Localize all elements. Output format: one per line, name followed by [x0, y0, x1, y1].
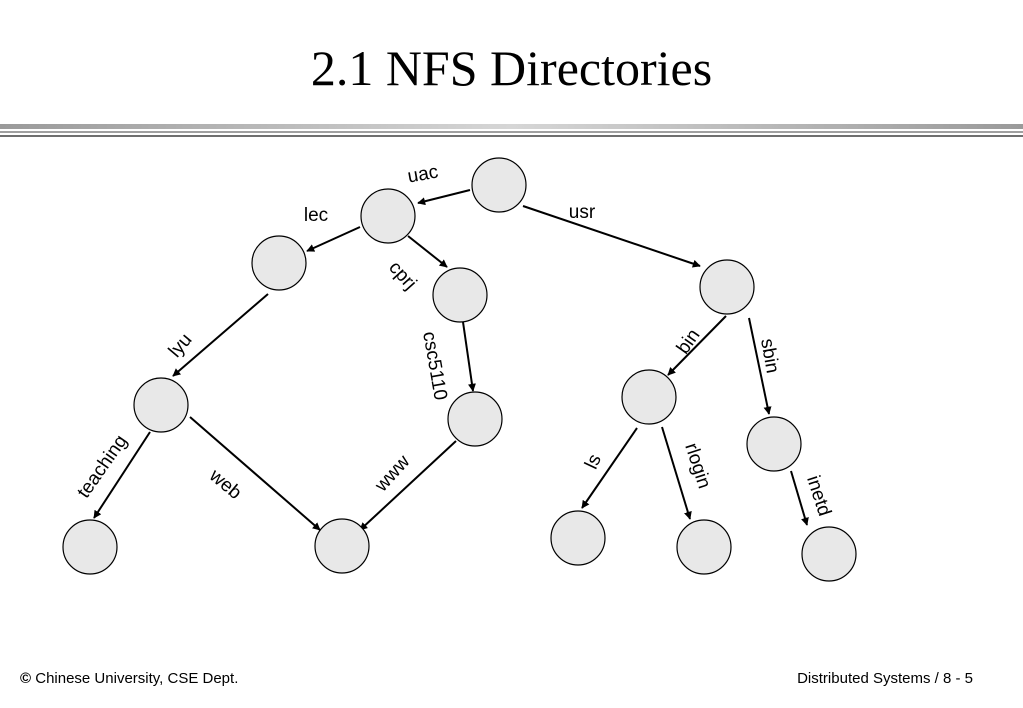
edge-label-teaching: teaching: [73, 431, 131, 502]
edge-label-lec: lec: [304, 205, 328, 226]
tree-node-usr: [699, 259, 755, 315]
edge-arrow-teaching: [93, 431, 151, 519]
edge-arrow-uac: [417, 189, 471, 206]
tree-node-bin: [621, 369, 677, 425]
edge-arrow-lec: [306, 226, 361, 252]
labels-layer: uac usr lec cprj lyu csc5110 teaching web www bin…: [73, 162, 834, 519]
tree-node-lyu: [133, 377, 189, 433]
footer-copyright: © Chinese University, CSE Dept.: [20, 670, 238, 688]
edge-arrow-bin: [667, 315, 727, 376]
edge-arrow-ls: [581, 427, 638, 509]
edge-label-www: www: [370, 451, 414, 497]
edge-label-ls: ls: [581, 451, 606, 472]
tree-node-lec: [251, 235, 307, 291]
edges-layer: [93, 189, 809, 531]
edge-label-rlogin: rlogin: [680, 441, 714, 492]
edge-arrow-inetd: [790, 470, 809, 526]
footer-org: Chinese University, CSE Dept.: [31, 670, 239, 687]
tree-node-sbin: [746, 416, 802, 472]
edge-label-lyu: lyu: [165, 330, 197, 362]
edge-arrow-csc5110: [462, 321, 476, 392]
slide-title: 2.1 NFS Directories: [310, 40, 713, 96]
edge-arrow-cprj: [407, 235, 448, 268]
tree-node-ls: [550, 510, 606, 566]
tree-node-root: [471, 157, 527, 213]
tree-node-uac: [360, 188, 416, 244]
edge-arrow-usr: [522, 205, 701, 268]
edge-label-cprj: cprj: [384, 257, 420, 294]
edge-arrow-web: [189, 416, 321, 531]
edge-arrow-www: [359, 440, 457, 531]
tree-node-csc5110: [447, 391, 503, 447]
edge-label-bin: bin: [673, 325, 705, 358]
edge-arrow-lyu: [172, 293, 269, 377]
edge-label-inetd: inetd: [802, 473, 835, 519]
title-divider: [0, 124, 1023, 137]
tree-node-teaching: [62, 519, 118, 575]
edge-label-web: web: [204, 465, 245, 504]
tree-node-web: [314, 518, 370, 574]
edge-arrow-sbin: [748, 317, 772, 415]
tree-node-rlogin: [676, 519, 732, 575]
edge-label-uac: uac: [406, 162, 440, 188]
footer-page-info: Distributed Systems / 8 - 5: [797, 670, 973, 687]
edge-arrow-rlogin: [661, 426, 692, 520]
edge-label-usr: usr: [569, 202, 596, 223]
tree-node-inetd: [801, 526, 857, 582]
edge-label-csc5110: csc5110: [418, 330, 451, 402]
nodes-layer: [62, 157, 857, 582]
tree-node-cprj: [432, 267, 488, 323]
copyright-symbol: ©: [20, 670, 32, 687]
